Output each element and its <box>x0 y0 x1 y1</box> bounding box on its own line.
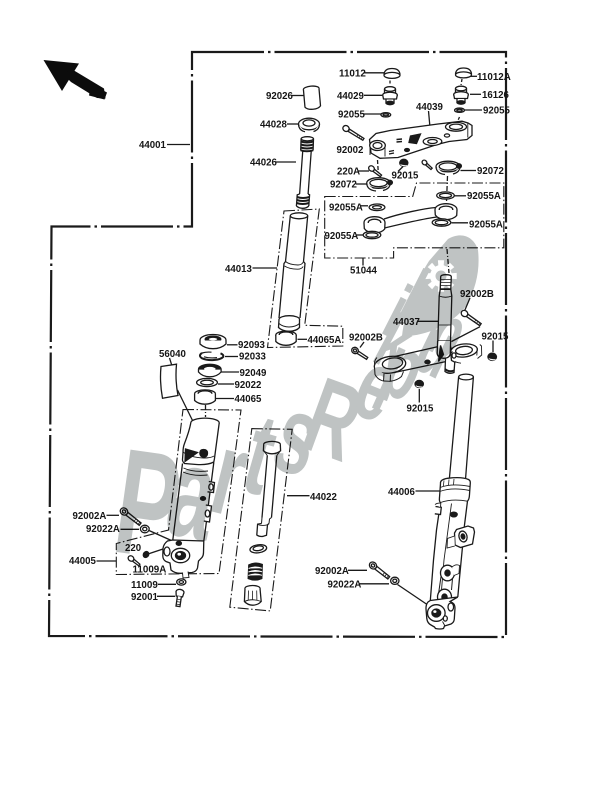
svg-text:92015: 92015 <box>407 403 434 415</box>
svg-text:92055: 92055 <box>338 109 365 121</box>
svg-text:92055A: 92055A <box>325 230 359 242</box>
svg-text:44065: 44065 <box>235 393 262 405</box>
svg-text:92072: 92072 <box>477 165 504 177</box>
svg-text:92022: 92022 <box>235 379 262 391</box>
svg-text:92002A: 92002A <box>73 510 107 522</box>
svg-text:44039: 44039 <box>416 101 443 113</box>
svg-text:92055A: 92055A <box>467 190 501 202</box>
svg-text:92002B: 92002B <box>349 332 383 344</box>
svg-text:44029: 44029 <box>337 90 364 102</box>
svg-text:44005: 44005 <box>69 555 96 567</box>
svg-text:92055A: 92055A <box>469 218 503 230</box>
svg-text:92026: 92026 <box>266 90 293 102</box>
svg-text:220A: 220A <box>337 166 360 178</box>
svg-text:92055A: 92055A <box>329 201 363 213</box>
svg-text:11012A: 11012A <box>477 71 511 83</box>
svg-text:11009A: 11009A <box>133 564 167 576</box>
svg-text:92022A: 92022A <box>86 523 120 535</box>
svg-text:44028: 44028 <box>260 119 287 131</box>
svg-text:92072: 92072 <box>330 179 357 191</box>
svg-text:44026: 44026 <box>250 157 277 169</box>
svg-text:92022A: 92022A <box>328 579 362 591</box>
svg-text:44006: 44006 <box>388 486 415 498</box>
svg-text:44022: 44022 <box>310 491 337 503</box>
svg-text:11009: 11009 <box>131 579 158 591</box>
svg-text:56040: 56040 <box>159 348 186 360</box>
svg-text:220: 220 <box>125 542 141 554</box>
svg-text:92049: 92049 <box>240 367 267 379</box>
svg-text:44065A: 44065A <box>308 334 342 346</box>
svg-text:16126: 16126 <box>482 89 509 101</box>
svg-text:92001: 92001 <box>131 591 158 603</box>
svg-text:92015: 92015 <box>392 170 419 182</box>
svg-text:44013: 44013 <box>225 263 252 275</box>
svg-text:92002: 92002 <box>337 144 364 156</box>
svg-text:92055: 92055 <box>483 105 510 117</box>
svg-text:92093: 92093 <box>238 339 265 351</box>
svg-text:92033: 92033 <box>239 351 266 363</box>
svg-text:92002A: 92002A <box>315 565 349 577</box>
svg-text:51044: 51044 <box>350 265 377 277</box>
svg-text:11012: 11012 <box>339 68 366 80</box>
svg-text:44001: 44001 <box>139 139 166 151</box>
svg-text:92015: 92015 <box>482 331 509 343</box>
